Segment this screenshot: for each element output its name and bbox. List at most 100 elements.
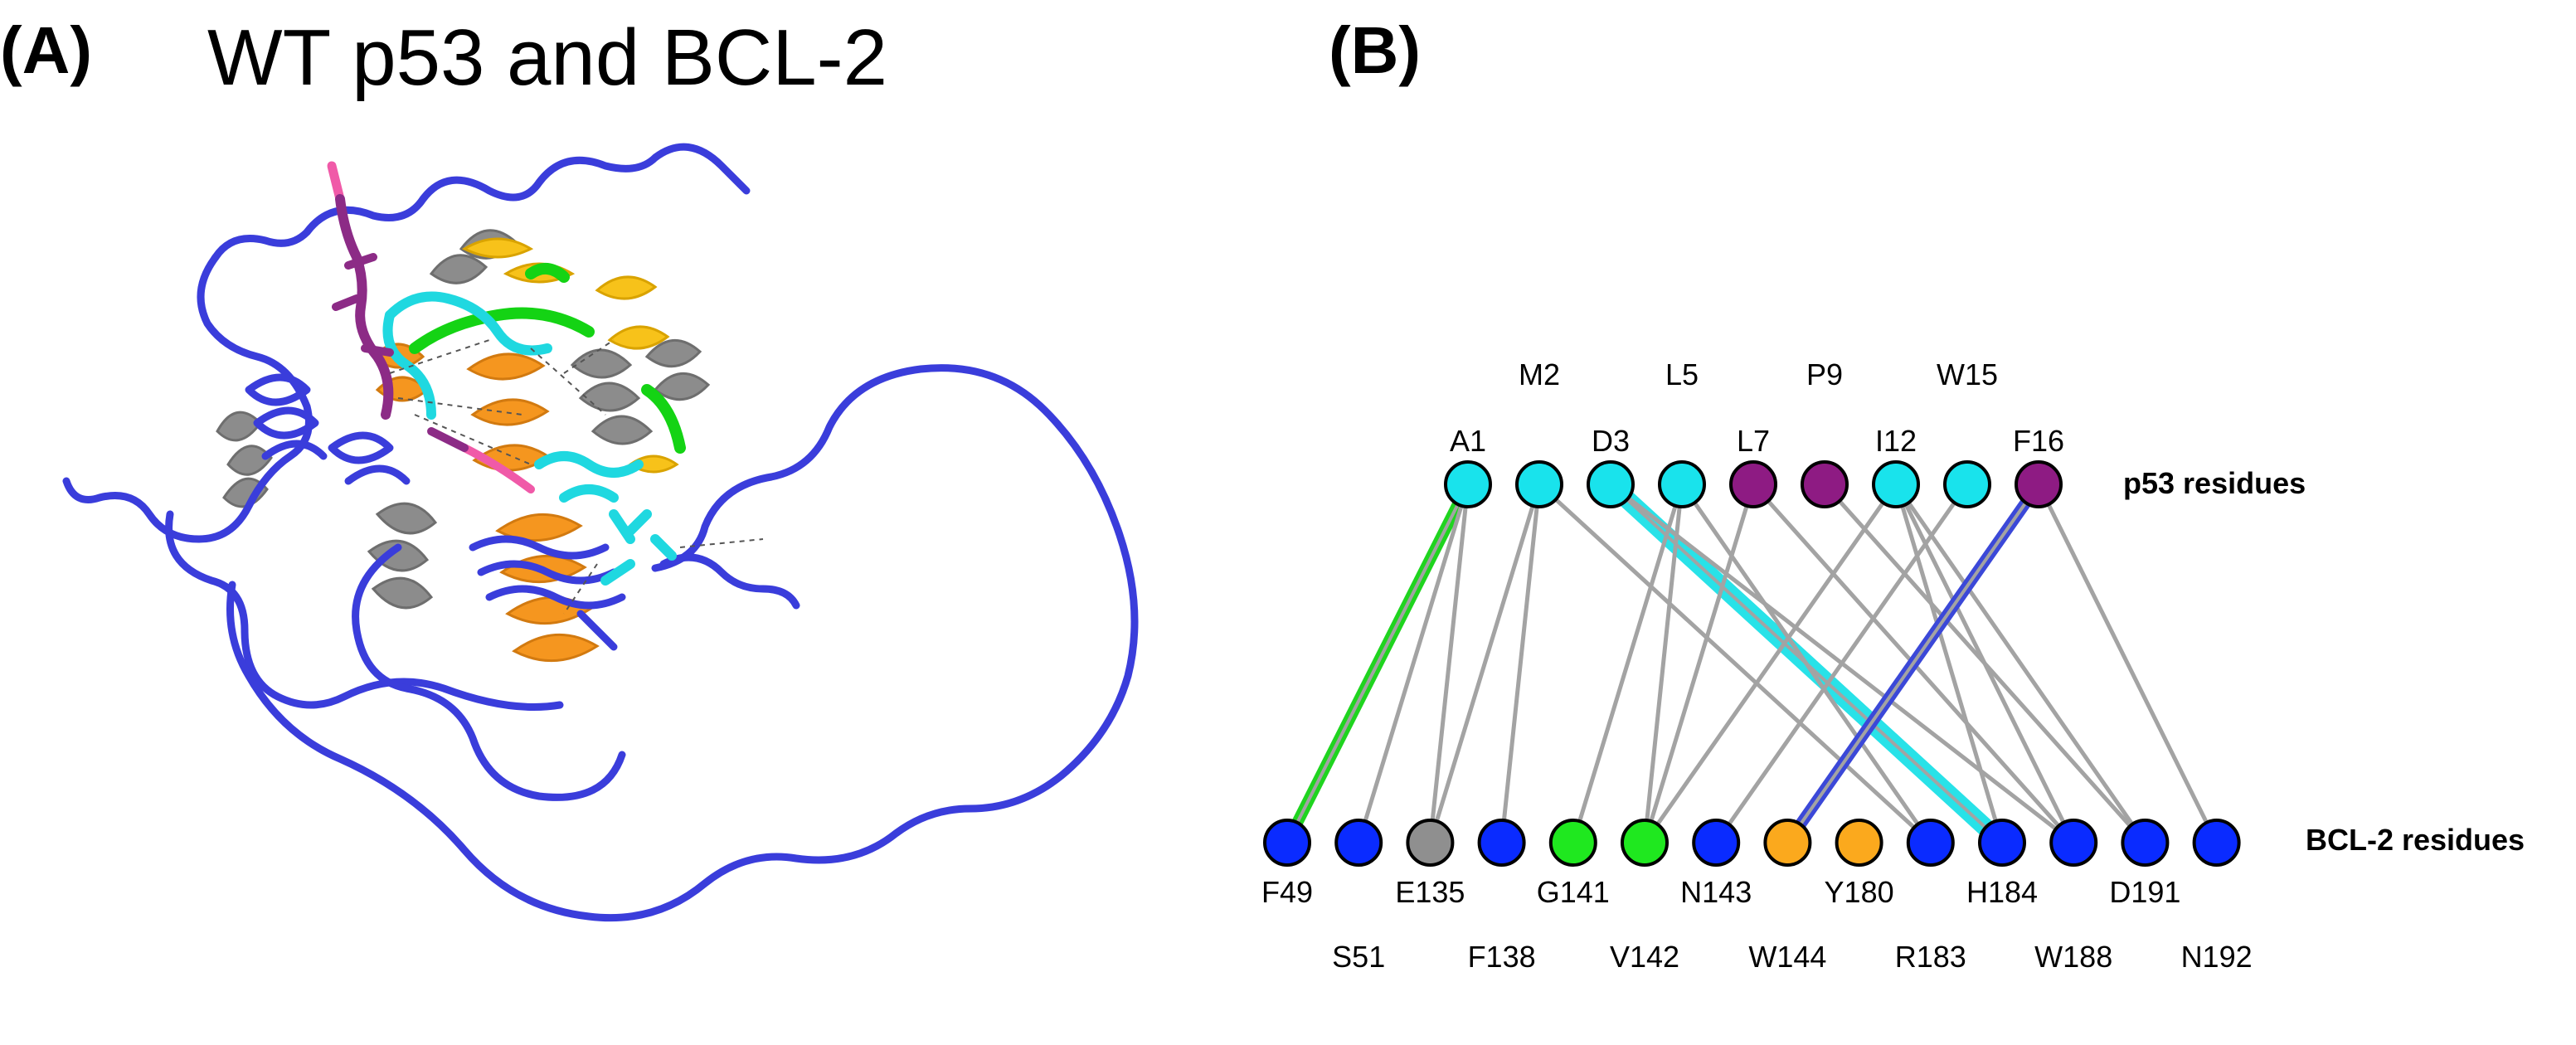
gray-helix-left <box>216 411 273 508</box>
p53-pink-tail <box>327 161 345 204</box>
dash-1 <box>389 339 490 374</box>
p53-node-label: L7 <box>1737 424 1770 458</box>
gray-helix-center <box>367 502 438 610</box>
contact-line <box>1642 484 1756 843</box>
bcl2-node-e135: E135 <box>1395 819 1465 909</box>
green-strand-right <box>641 384 686 454</box>
bcl2-node-d191: D191 <box>2109 819 2180 909</box>
contact-line <box>1679 483 1932 844</box>
bcl2-node-g141: G141 <box>1537 819 1610 909</box>
bcl2-node-label: W144 <box>1748 940 1826 974</box>
p53-node-label: F16 <box>2013 424 2064 458</box>
p53-node-f16: F16 <box>2013 424 2064 508</box>
p53-node-circle <box>1801 460 1849 508</box>
bcl2-node-label: W188 <box>2034 940 2112 974</box>
bcl2-node-circle <box>1835 819 1883 867</box>
bcl2-node-f138: F138 <box>1468 819 1536 974</box>
bcl2-node-circle <box>2192 819 2241 867</box>
bcl2-node-label: N192 <box>2181 940 2253 974</box>
bcl2-top-loop <box>211 143 751 261</box>
contact-line <box>1642 484 1684 843</box>
protein-structure-illustration <box>62 143 1139 922</box>
bcl2-node-label: N143 <box>1680 875 1752 909</box>
bcl2-node-circle <box>1692 819 1741 867</box>
panel-b-label: (B) <box>1329 13 1421 87</box>
contact-line <box>1538 483 1932 844</box>
dash-4 <box>530 348 606 416</box>
contact-line <box>1893 483 2147 844</box>
p53-residues-label: p53 residues <box>2123 466 2306 500</box>
p53-purple-stick <box>335 194 394 420</box>
p53-node-i12: I12 <box>1872 424 1920 508</box>
p53-node-circle <box>1515 460 1563 508</box>
p53-node-circle <box>2015 460 2063 508</box>
bcl2-node-r183: R183 <box>1895 819 1966 974</box>
panel-a-label: (A) <box>0 13 92 87</box>
bcl2-left-loop <box>62 253 313 543</box>
p53-cyan-helix <box>534 451 644 503</box>
bcl2-node-circle <box>1406 819 1455 867</box>
p53-node-p9: P9 <box>1801 357 1849 508</box>
p53-node-w15: W15 <box>1937 357 1998 508</box>
bcl2-bottom-loop <box>226 364 1139 922</box>
p53-node-circle <box>1872 460 1920 508</box>
p53-node-circle <box>1444 460 1492 508</box>
dash-2 <box>397 397 523 416</box>
bcl2-node-label: F138 <box>1468 940 1536 974</box>
bcl2-left-tail <box>165 510 564 711</box>
bcl2-node-circle <box>1978 819 2026 867</box>
p53-chain-cyan <box>382 291 677 586</box>
contact-lines <box>1281 475 2219 852</box>
dash-7 <box>679 538 764 548</box>
orange-helix-3 <box>495 513 600 663</box>
bcl2-node-label: S51 <box>1332 940 1385 974</box>
contact-line <box>1714 483 1970 844</box>
bcl2-node-circle <box>1548 819 1597 867</box>
p53-node-l7: L7 <box>1729 424 1777 508</box>
p53-purple-link <box>427 427 469 452</box>
p53-node-label: P9 <box>1806 357 1843 391</box>
p53-pink-link <box>460 444 535 493</box>
bcl2-node-label: D191 <box>2109 875 2180 909</box>
p53-cyan-loop-top <box>385 291 552 356</box>
p53-node-circle <box>1729 460 1777 508</box>
bcl2-node-circle <box>1621 819 1669 867</box>
p53-node-circle <box>1658 460 1706 508</box>
p53-purple-branch <box>332 253 394 357</box>
bcl2-node-y180: Y180 <box>1825 819 1894 909</box>
bcl2-node-label: R183 <box>1895 940 1966 974</box>
gray-helix-top-right <box>644 339 711 401</box>
bcl2-node-f49: F49 <box>1261 819 1313 909</box>
gray-helix-right <box>570 348 654 445</box>
green-strand-top <box>409 307 595 354</box>
contact-dashes <box>389 339 764 615</box>
dash-6 <box>563 563 598 615</box>
contact-line <box>1428 484 1542 843</box>
panel-a: (A) WT p53 and BCL-2 <box>0 13 1139 922</box>
dash-3 <box>414 414 532 465</box>
p53-cyan-loop-left <box>382 310 436 420</box>
p53-node-d3: D3 <box>1587 424 1635 508</box>
p53-node-label: M2 <box>1519 357 1560 391</box>
bcl2-node-circle <box>1906 819 1955 867</box>
bcl2-helix-left <box>245 373 328 460</box>
bcl2-node-label: Y180 <box>1825 875 1894 909</box>
bcl2-node-v142: V142 <box>1610 819 1679 974</box>
bcl2-residues-label: BCL-2 residues <box>2306 823 2525 857</box>
contact-line <box>1356 484 1470 843</box>
p53-node-label: W15 <box>1937 357 1998 391</box>
bcl2-node-label: F49 <box>1261 875 1313 909</box>
p53-node-a1: A1 <box>1444 424 1492 508</box>
bcl2-node-circle <box>2049 819 2098 867</box>
dash-5 <box>563 339 615 374</box>
p53-node-circle <box>1587 460 1635 508</box>
bcl2-node-h184: H184 <box>1966 819 2038 909</box>
contact-line <box>1571 484 1684 843</box>
p53-chain-purple <box>327 161 535 493</box>
contact-line <box>1286 484 1470 843</box>
p53-cyan-sidechains <box>600 509 677 586</box>
bcl2-sheet <box>469 535 626 651</box>
gold-helix-right <box>595 275 679 474</box>
